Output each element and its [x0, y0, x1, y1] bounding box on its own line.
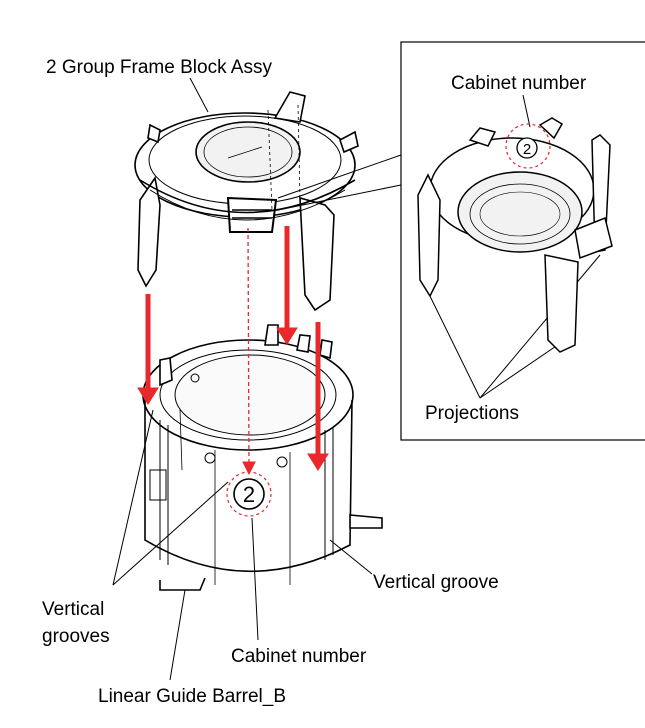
label-vertical-groove: Vertical groove	[373, 572, 499, 593]
leader-lines	[112, 77, 601, 681]
cabinet-number-mark-inset: 2	[505, 123, 551, 169]
label-frame-block-assy: 2 Group Frame Block Assy	[46, 57, 272, 78]
callout-circle-inset	[505, 123, 551, 169]
label-vertical-grooves-line2: grooves	[42, 626, 110, 647]
label-vertical-grooves-line1: Vertical	[42, 599, 105, 620]
inset-frame	[400, 41, 645, 441]
cabinet-mark-inset-text: 2	[523, 141, 531, 158]
label-linear-guide-barrel: Linear Guide Barrel_B	[98, 686, 286, 707]
label-cabinet-number-top: Cabinet number	[451, 73, 587, 94]
label-cabinet-number-bottom: Cabinet number	[231, 646, 367, 667]
cabinet-mark-text: 2	[243, 482, 255, 507]
label-projections: Projections	[425, 403, 519, 424]
linear-guide-barrel-drawing	[142, 324, 383, 591]
inset-detail-drawing	[417, 117, 613, 353]
assembly-arrows	[137, 226, 329, 471]
alignment-dashed-line	[247, 227, 250, 471]
